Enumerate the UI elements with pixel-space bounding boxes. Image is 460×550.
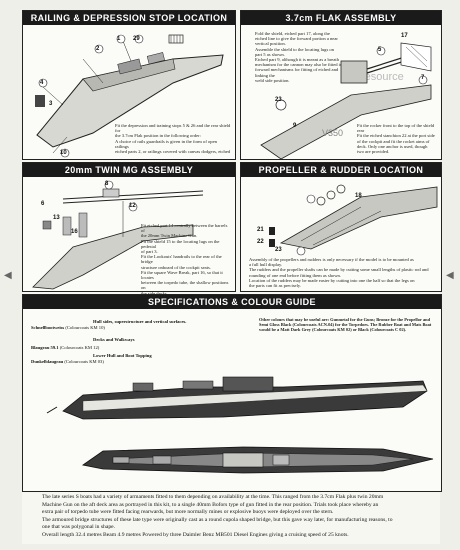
left-arrow-icon: ◀ <box>4 270 12 281</box>
prop-drawing <box>269 184 438 256</box>
right-arrow-icon: ◀ <box>446 270 454 281</box>
mg-callout-13: 13 <box>53 215 60 221</box>
flak-callout-7: 7 <box>421 75 425 81</box>
prop-header: PROPELLER & RUDDER LOCATION <box>241 163 441 177</box>
mg-callout-16: 16 <box>71 229 78 235</box>
spec-panel: SPECIFICATIONS & COLOUR GUIDE Hull sides… <box>22 294 442 492</box>
mg-drawing <box>32 180 204 290</box>
railing-callout-1: 1 <box>117 36 121 42</box>
railing-callout-3a: 3 <box>49 101 53 107</box>
colour-row-3: Lower Hull and Boot Topping <box>93 353 152 358</box>
colour-row-2: Blaugrau 59.1 (Colourcoats KM 12) <box>31 345 100 350</box>
railing-notes: Fit the depression and training stops 5 … <box>115 123 231 155</box>
flak-gun-drawing <box>260 42 432 159</box>
colour-row-4: Dunkelblaugrau (Colourcoats KM 03) <box>31 359 104 364</box>
history-text: The late series S boats had a variety of… <box>42 494 393 538</box>
flak-callout-23: 23 <box>275 97 282 103</box>
colour-intro: Hull sides, superstructure and vertical … <box>93 319 187 324</box>
mg-callout-12: 12 <box>129 203 136 209</box>
colour-row-0: Schnellbootweiss (Colourcoats KM 10) <box>31 325 105 330</box>
mg-callout-6: 6 <box>41 201 45 207</box>
flak-callout-9: 9 <box>293 123 297 129</box>
railing-callout-4: 4 <box>40 80 44 86</box>
railing-header: RAILING & DEPRESSION STOP LOCATION <box>23 11 235 25</box>
boat-profile-drawing <box>46 376 434 474</box>
mg-panel: 20mm TWIN MG ASSEMBLY 6 13 12 16 8 Fit e… <box>22 162 236 296</box>
flak-bg-watermark: resource <box>361 71 404 83</box>
flak-notes-bottom: Fit the rocker front to the top of the s… <box>357 123 435 155</box>
mg-callout-8: 8 <box>105 181 109 187</box>
flak-header: 3.7cm FLAK ASSEMBLY <box>241 11 441 25</box>
prop-callout-21: 21 <box>257 227 264 233</box>
railing-panel: RAILING & DEPRESSION STOP LOCATION 29 2 … <box>22 10 236 160</box>
railing-callout-29: 29 <box>133 36 140 42</box>
prop-notes: Assembly of the propellers and rudders i… <box>249 257 429 289</box>
railing-callout-10: 10 <box>60 150 67 156</box>
prop-callout-23: 23 <box>275 247 282 253</box>
instruction-sheet: RAILING & DEPRESSION STOP LOCATION 29 2 … <box>22 10 442 544</box>
mg-notes: Fit etched part 14 centrally between the… <box>141 223 229 296</box>
prop-panel: PROPELLER & RUDDER LOCATION 18 21 22 23 … <box>240 162 442 292</box>
prop-callout-18: 18 <box>355 193 362 199</box>
kit-code-text: V350 <box>322 128 344 138</box>
railing-hull-drawing <box>35 34 224 158</box>
flak-callout-5: 5 <box>378 47 382 53</box>
flak-notes-top: Fold the shield, etched part 17, along t… <box>255 31 343 83</box>
mg-header: 20mm TWIN MG ASSEMBLY <box>23 163 235 177</box>
prop-callout-22: 22 <box>257 239 264 245</box>
other-colours-note: Other colours that may be useful are: Gu… <box>259 317 432 332</box>
flak-panel: 3.7cm FLAK ASSEMBLY Fold the shield, etc… <box>240 10 442 160</box>
flak-callout-17: 17 <box>401 33 408 39</box>
railing-callout-2: 2 <box>96 46 100 52</box>
colour-row-1: Decks and Walkways <box>93 337 135 342</box>
spec-header: SPECIFICATIONS & COLOUR GUIDE <box>23 295 441 309</box>
